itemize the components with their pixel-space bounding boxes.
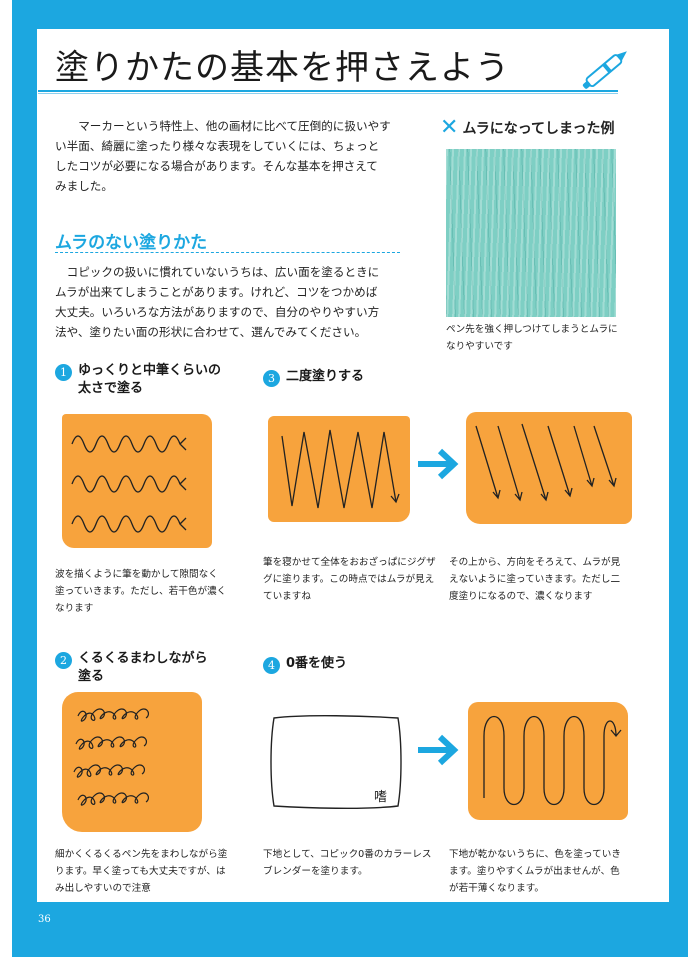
- caption-line: えないように塗っていきます。ただし二: [449, 574, 621, 585]
- step-2-swirl-swatch: [62, 692, 202, 832]
- step-1-wave-swatch: [62, 414, 212, 548]
- uneven-teal-swatch: [446, 149, 616, 317]
- caption-line: 細かくくるくるペン先をまわしながら塗: [55, 849, 228, 860]
- body-line: 法や、塗りたい面の形状に合わせて、選んでみてください。: [55, 325, 367, 339]
- step-4-header: 4 0番を使う: [263, 655, 347, 674]
- step-2-caption: 細かくくるくるペン先をまわしながら塗 ります。早く塗っても大丈夫ですが、は み出…: [55, 846, 227, 897]
- caption-line: 塗っていきます。ただし、若干色が濃く: [55, 586, 227, 597]
- caption-line: 筆を寝かせて全体をおおざっぱにジグザ: [263, 557, 436, 568]
- caption-line: グに塗ります。この時点ではムラが見え: [263, 574, 435, 585]
- title-underline: [38, 90, 618, 92]
- intro-line: したコツが必要になる場合があります。そんな基本を押さえて: [55, 159, 378, 173]
- page-title: 塗りかたの基本を押さえよう: [55, 48, 510, 88]
- page-number: 36: [38, 914, 51, 925]
- step-4-caption-a: 下地として、コピック0番のカラーレス ブレンダーを塗ります。: [263, 846, 431, 880]
- step-1-label: ゆっくりと中筆くらいの 太さで塗る: [78, 362, 221, 398]
- caption-line: なりやすいです: [446, 341, 513, 352]
- step-3-caption-a: 筆を寝かせて全体をおおざっぱにジグザ グに塗ります。この時点ではムラが見え てい…: [263, 554, 436, 605]
- caption-line: ブレンダーを塗ります。: [263, 866, 368, 877]
- label-line: くるくるまわしながら: [78, 651, 208, 666]
- section-body: コピックの扱いに慣れていないうちは、広い面を塗るときに ムラが出来てしまうことが…: [55, 262, 379, 342]
- title-underline-thin: [38, 93, 618, 94]
- cross-icon: ✕: [440, 115, 459, 140]
- section-heading: ムラのない塗りかた: [55, 233, 208, 253]
- step-3-zigzag-swatch: [268, 416, 410, 522]
- label-line: ゆっくりと中筆くらいの: [78, 363, 222, 378]
- caption-line: その上から、方向をそろえて、ムラが見: [449, 557, 621, 568]
- intro-line: い半面、綺麗に塗ったり様々な表現をしていくには、ちょっと: [55, 139, 380, 153]
- caption-line: 度塗りになるので、濃くなります: [449, 591, 593, 602]
- caption-line: 波を描くように筆を動かして隙間なく: [55, 569, 218, 580]
- caption-line: 下地として、コピック0番のカラーレス: [263, 849, 432, 860]
- arrow-right-icon: [414, 732, 462, 768]
- step-number-badge: 1: [55, 364, 72, 381]
- sample-mark: 嗜: [374, 790, 388, 805]
- step-3-label: 二度塗りする: [286, 369, 365, 384]
- body-line: ムラが出来てしまうことがあります。けれど、コツをつかめば: [55, 285, 378, 299]
- body-line: コピックの扱いに慣れていないうちは、広い面を塗るときに: [66, 265, 380, 279]
- step-3-header: 3 二度塗りする: [263, 368, 364, 387]
- step-1-caption: 波を描くように筆を動かして隙間なく 塗っていきます。ただし、若干色が濃く なりま…: [55, 566, 226, 617]
- label-line: 太さで塗る: [78, 381, 144, 396]
- caption-line: なります: [55, 603, 94, 614]
- caption-line: ペン先を強く押しつけてしまうとムラに: [446, 324, 618, 335]
- step-number-badge: 2: [55, 652, 72, 669]
- step-2-header: 2 くるくるまわしながら 塗る: [55, 650, 207, 686]
- intro-text: マーカーという特性上、他の画材に比べて圧倒的に扱いやす い半面、綺麗に塗ったり様…: [55, 116, 391, 196]
- step-3-caption-b: その上から、方向をそろえて、ムラが見 えないように塗っていきます。ただし二 度塗…: [449, 554, 620, 605]
- caption-line: ていますね: [263, 591, 311, 602]
- step-4-label: 0番を使う: [286, 656, 348, 671]
- step-4-caption-b: 下地が乾かないうちに、色を塗っていき ます。塗りやすくムラが出ませんが、色 が若…: [449, 846, 621, 897]
- step-number-badge: 4: [263, 657, 280, 674]
- marker-pen-icon: [575, 40, 639, 96]
- body-line: 大丈夫。いろいろな方法がありますので、自分のやりやすい方: [55, 305, 380, 319]
- step-3-second-coat-swatch: [466, 412, 632, 524]
- step-4-wave-swatch: [468, 702, 628, 820]
- caption-line: ます。塗りやすくムラが出ませんが、色: [449, 866, 620, 877]
- bad-example-title: ✕ ムラになってしまった例: [440, 115, 615, 140]
- caption-line: ります。早く塗っても大丈夫ですが、は: [55, 866, 226, 877]
- section-divider: [55, 252, 400, 253]
- bad-example-title-text: ムラになってしまった例: [462, 121, 615, 137]
- caption-line: 下地が乾かないうちに、色を塗っていき: [449, 849, 621, 860]
- arrow-right-icon: [414, 446, 462, 482]
- intro-line: マーカーという特性上、他の画材に比べて圧倒的に扱いやす: [78, 119, 391, 133]
- step-number-badge: 3: [263, 370, 280, 387]
- caption-line: が若干薄くなります。: [449, 883, 544, 894]
- step-2-label: くるくるまわしながら 塗る: [78, 650, 207, 686]
- bad-example-caption: ペン先を強く押しつけてしまうとムラに なりやすいです: [446, 321, 618, 355]
- caption-line: み出しやすいので注意: [55, 883, 151, 894]
- step-1-header: 1 ゆっくりと中筆くらいの 太さで塗る: [55, 362, 221, 398]
- label-line: 塗る: [78, 669, 105, 684]
- intro-line: みました。: [55, 179, 113, 193]
- colorless-blender-area: 嗜: [266, 712, 406, 812]
